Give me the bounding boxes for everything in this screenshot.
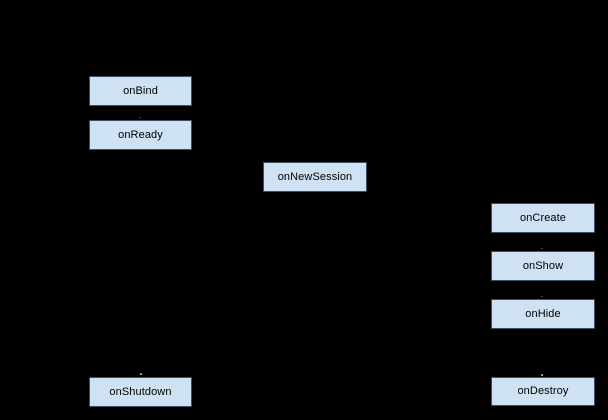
node-onready: onReady xyxy=(89,120,192,150)
node-oncreate: onCreate xyxy=(491,203,595,233)
arrowhead-artifact xyxy=(541,248,543,249)
arrowhead-artifact xyxy=(541,374,543,376)
node-onshutdown: onShutdown xyxy=(89,377,192,407)
arrowhead-artifact xyxy=(140,373,142,375)
arrowhead-artifact xyxy=(139,117,141,118)
node-onhide: onHide xyxy=(491,299,595,329)
node-onshow: onShow xyxy=(491,251,595,281)
node-onbind: onBind xyxy=(89,76,192,106)
node-onnewsession: onNewSession xyxy=(263,162,367,192)
node-ondestroy: onDestroy xyxy=(491,377,595,406)
arrowhead-artifact xyxy=(541,296,543,297)
